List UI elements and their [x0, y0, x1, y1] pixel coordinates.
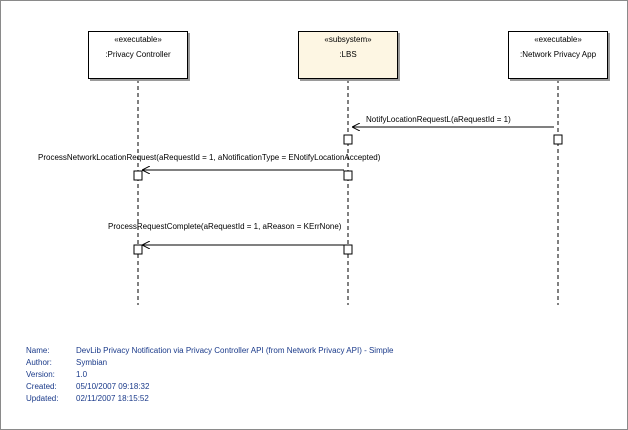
lifeline-network-privacy-app: «executable» :Network Privacy App [508, 31, 608, 79]
metadata-value: 05/10/2007 09:18:32 [76, 382, 150, 391]
activation-box [133, 170, 143, 181]
metadata-value: 1.0 [76, 370, 88, 379]
lifeline-name: :LBS [339, 50, 357, 59]
metadata-key: Created: [26, 382, 57, 391]
stereotype-label: «executable» [534, 35, 582, 44]
stereotype-label: «executable» [114, 35, 162, 44]
lifeline-name: :Privacy Controller [105, 50, 171, 59]
metadata-author-row: Author: Symbian [26, 358, 107, 367]
activation-box [133, 244, 143, 255]
message-label: ProcessNetworkLocationRequest(aRequestId… [38, 153, 381, 162]
lifeline-lbs: «subsystem» :LBS [298, 31, 398, 79]
activation-box [343, 170, 353, 181]
metadata-key: Updated: [26, 394, 59, 403]
activation-box [553, 134, 563, 145]
message-label: NotifyLocationRequestL(aRequestId = 1) [366, 115, 511, 124]
metadata-name-row: Name: DevLib Privacy Notification via Pri… [26, 346, 393, 355]
activation-box [343, 134, 353, 145]
metadata-value: Symbian [76, 358, 108, 367]
metadata-updated-row: Updated: 02/11/2007 18:15:52 [26, 394, 149, 403]
metadata-key: Name: [26, 346, 50, 355]
activation-box [343, 244, 353, 255]
metadata-value: DevLib Privacy Notification via Privacy … [76, 346, 394, 355]
metadata-version-row: Version: 1.0 [26, 370, 87, 379]
message-label: ProcessRequestComplete(aRequestId = 1, a… [108, 222, 342, 231]
metadata-value: 02/11/2007 18:15:52 [76, 394, 149, 403]
lifeline-privacy-controller: «executable» :Privacy Controller [88, 31, 188, 79]
lifeline-name: :Network Privacy App [519, 50, 597, 59]
stereotype-label: «subsystem» [324, 35, 372, 44]
metadata-key: Author: [26, 358, 52, 367]
metadata-created-row: Created: 05/10/2007 09:18:32 [26, 382, 149, 391]
metadata-key: Version: [26, 370, 55, 379]
